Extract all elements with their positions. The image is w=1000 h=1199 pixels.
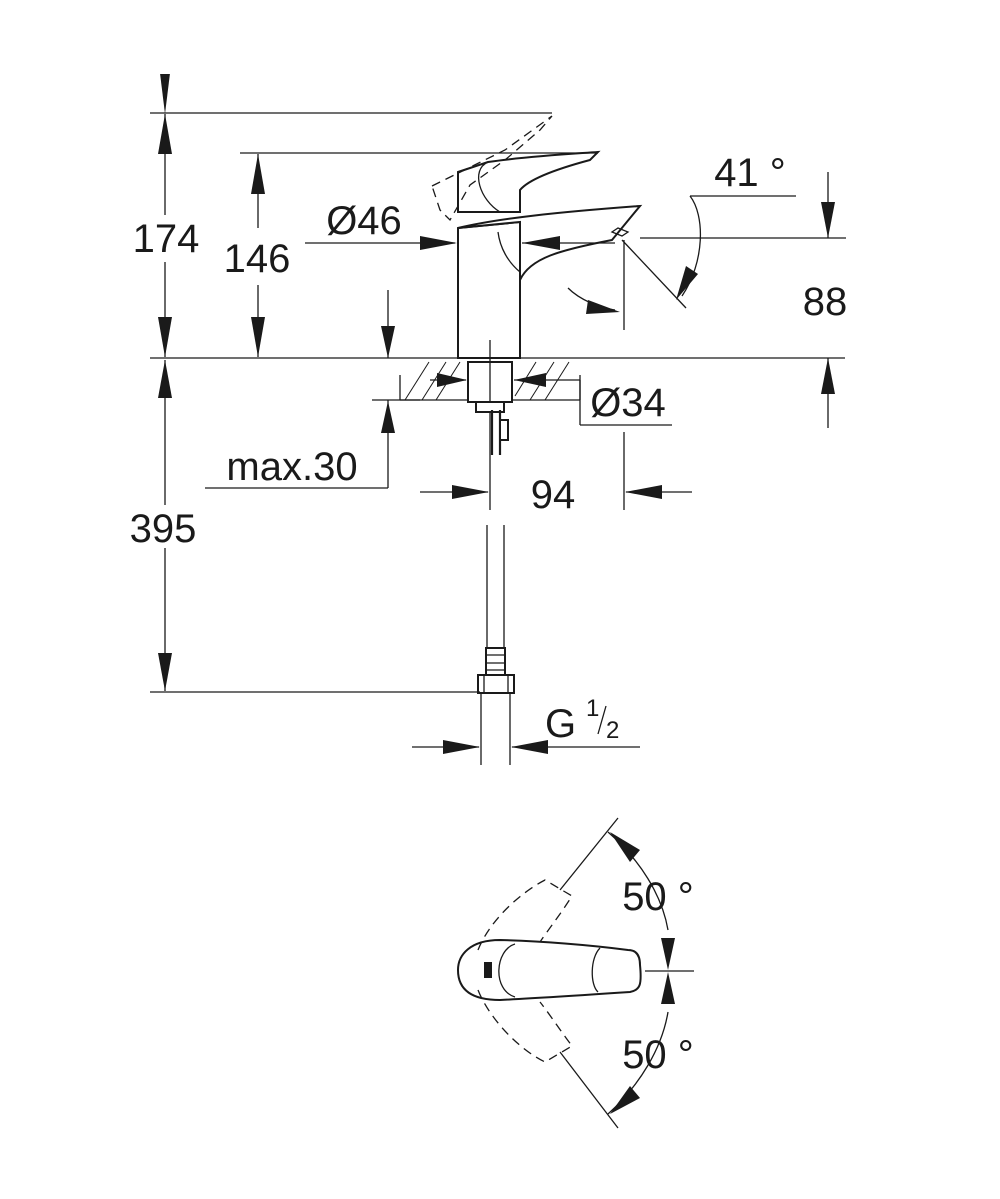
dim-88: 88 bbox=[623, 172, 848, 428]
thread-denominator: 2 bbox=[606, 717, 619, 744]
dim-diameter-46-label: Ø46 bbox=[326, 199, 402, 243]
dim-thread: G 1 2 bbox=[412, 695, 640, 754]
dim-max-30-label: max.30 bbox=[226, 445, 357, 489]
dim-395-label: 395 bbox=[130, 507, 197, 551]
dim-angle-41-label: 41 ° bbox=[714, 151, 786, 195]
thread-numerator: 1 bbox=[586, 695, 599, 722]
top-view: 50 ° 50 ° bbox=[456, 817, 694, 1129]
dim-diameter-34: Ø34 bbox=[430, 373, 672, 426]
mounting-fittings bbox=[467, 340, 515, 765]
swing-left-label: 50 ° bbox=[622, 875, 694, 919]
dim-94: 94 bbox=[420, 412, 692, 517]
faucet-body bbox=[431, 115, 643, 359]
dim-diameter-34-label: Ø34 bbox=[590, 381, 666, 425]
side-view: 174 146 Ø46 41 ° bbox=[130, 74, 848, 765]
dim-diameter-46: Ø46 bbox=[305, 199, 615, 250]
dim-94-label: 94 bbox=[531, 473, 576, 517]
dim-88-label: 88 bbox=[803, 280, 848, 324]
dim-max-30: max.30 bbox=[205, 290, 420, 489]
dim-146: 146 bbox=[224, 152, 598, 357]
dim-174-label: 174 bbox=[133, 217, 200, 261]
dim-174: 174 bbox=[133, 74, 552, 357]
swing-right-label: 50 ° bbox=[622, 1033, 694, 1077]
dim-146-label: 146 bbox=[224, 237, 291, 281]
dim-angle-41: 41 ° bbox=[567, 151, 846, 314]
dim-395: 395 bbox=[130, 360, 480, 693]
thread-letter: G bbox=[545, 702, 576, 746]
